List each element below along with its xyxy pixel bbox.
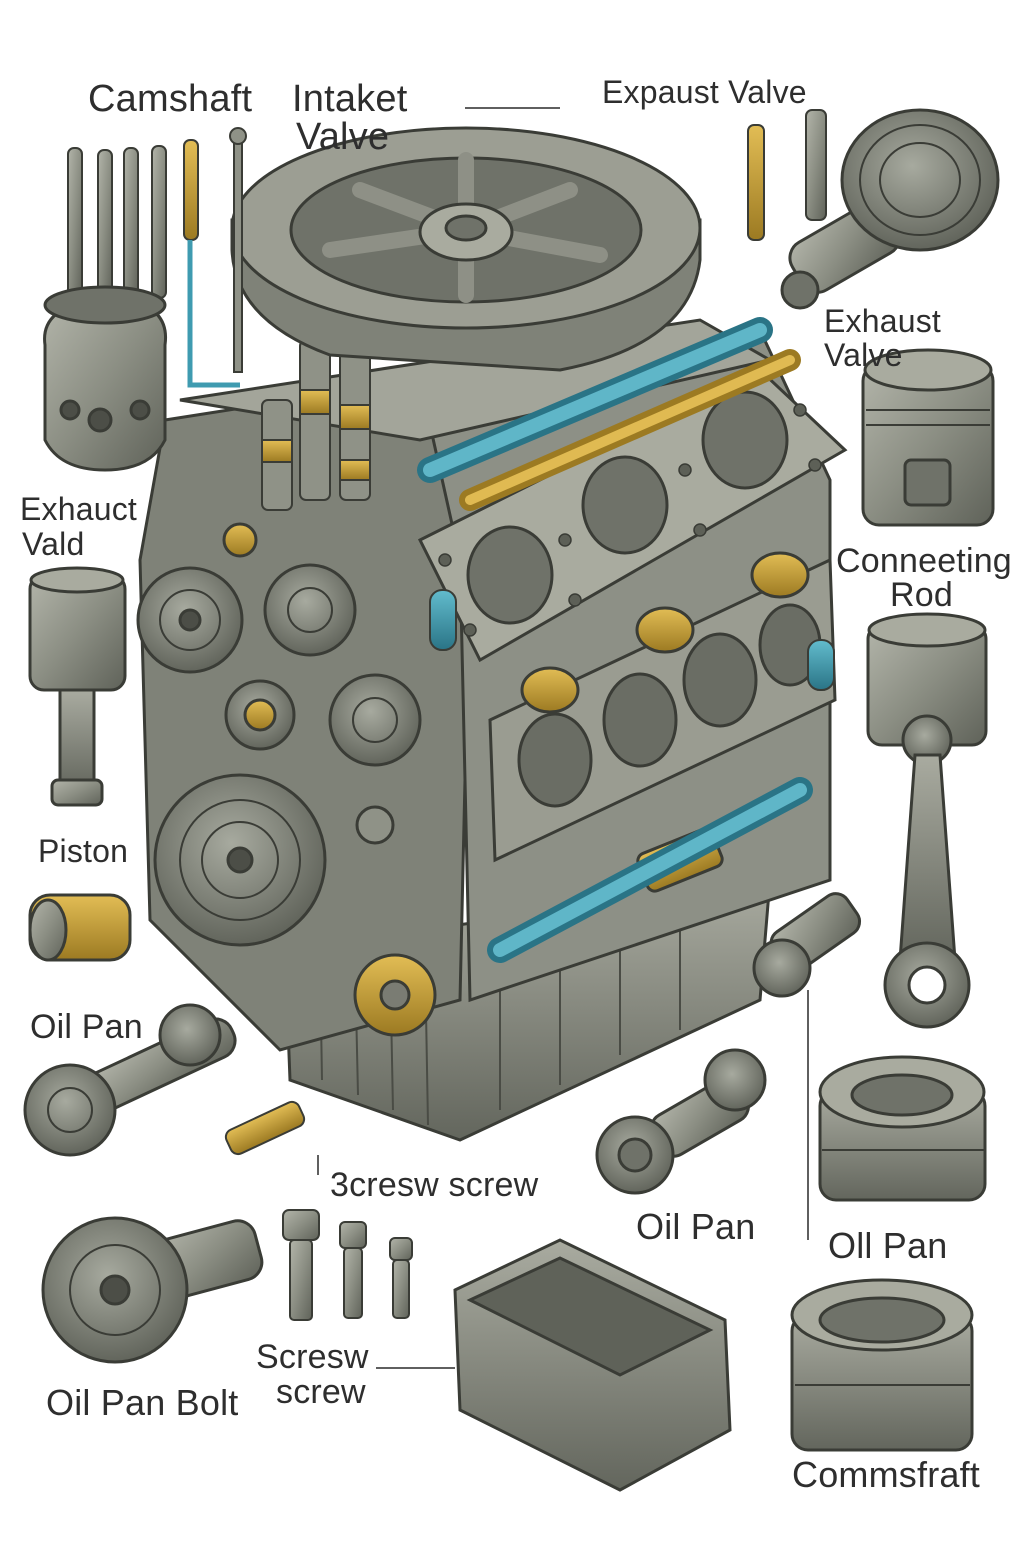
label-commsfraft: Commsfraft (792, 1454, 981, 1495)
piston-left (28, 566, 127, 807)
oil-pump-shaft (23, 1003, 237, 1157)
brass-plug (224, 1100, 306, 1156)
label-screw-lower-line2: screw (276, 1373, 366, 1411)
pushrods (67, 127, 247, 373)
label-exhaust-valve: Exhaust Valve (824, 303, 942, 373)
label-exhauct-line2: Vald (22, 526, 85, 562)
label-piston: Piston (38, 833, 129, 869)
screw-set (282, 1209, 413, 1321)
label-conneting-line2: Rod (890, 576, 953, 614)
injectors (261, 339, 371, 511)
label-oil-pan-bolt: Oil Pan Bolt (46, 1382, 239, 1423)
label-conneting-line1: Conneeting (836, 542, 1012, 580)
coolant-rails (417, 317, 835, 963)
cup-housing (790, 1278, 974, 1452)
cylinder-head (417, 368, 848, 663)
label-oil-pan-left: Oil Pan (30, 1008, 143, 1046)
label-screw-lower-line1: Scresw (256, 1338, 369, 1376)
oil-pan-tray (453, 1238, 732, 1492)
connecting-rod-part (866, 612, 988, 1029)
flywheel-cover (230, 126, 702, 372)
label-oil-pan-center: Oil Pan (636, 1206, 756, 1247)
piston-right (861, 348, 995, 527)
label-intake-line1: Intaket (292, 78, 408, 120)
label-intake-line2: Valve (296, 116, 390, 158)
tappet-housing (43, 285, 168, 472)
oil-pan-bolt-part (41, 1216, 264, 1364)
exhaust-valve-part (780, 108, 1000, 310)
teal-line (187, 240, 240, 388)
round-housing-right (818, 1055, 987, 1202)
front-pulleys (136, 522, 437, 1037)
label-camshaft: Camshaft (88, 78, 253, 120)
bolt-right (752, 892, 862, 998)
label-exhauct-line1: Exhauct (20, 491, 138, 527)
label-expaust-valve: Expaust Valve (602, 74, 807, 110)
label-oil-pan-right: Oll Pan (828, 1225, 948, 1266)
oil-pan-bolt-center (595, 1048, 767, 1195)
valves-top-right (747, 109, 827, 241)
bushing (28, 893, 132, 962)
leader-lines (317, 107, 809, 1369)
label-screw-mid: 3cresw screw (330, 1166, 539, 1204)
